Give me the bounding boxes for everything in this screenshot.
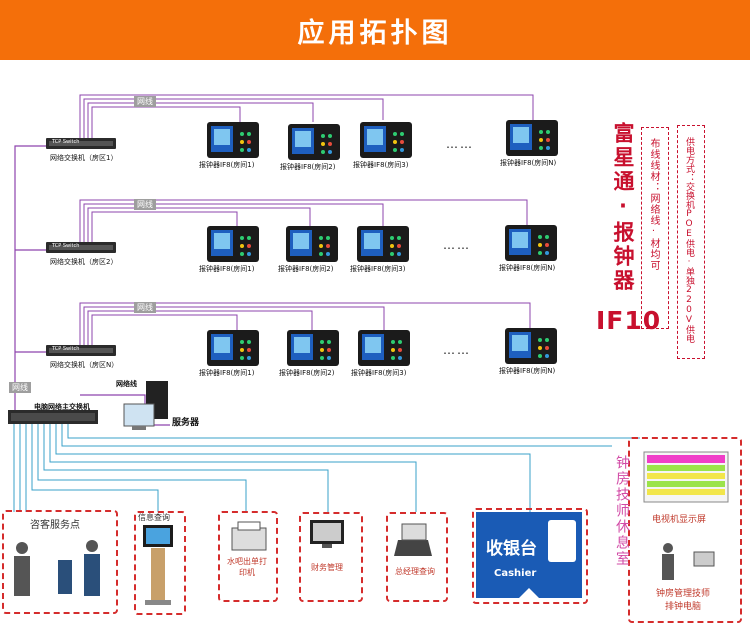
row1-lines [79,94,534,345]
info-label: 信息查询 [138,513,170,522]
kiosk-icon [143,525,173,605]
ellipsis-3: …… [443,343,471,357]
terminal-caption: 报钟器IF8(房间N) [499,367,556,375]
terminal-caption: 报钟器IF8(房间1) [199,369,255,377]
ellipsis-2: …… [443,238,471,252]
terminal-caption: 报钟器IF8(房间1) [199,265,255,273]
network-tag-main: 网线 [9,382,31,393]
terminal-caption: 报钟器IF8(房间3) [353,161,409,169]
switch-model-1: TCP Switch [52,139,80,145]
title-banner: 应用拓扑图 [0,0,750,60]
server-line-label: 网络线 [116,380,137,388]
note-box-1 [641,127,669,329]
terminal-caption: 报钟器IF8(房间N) [500,159,557,167]
manager-frame [386,512,448,602]
switch-caption-1: 网络交换机（房区1） [50,154,118,162]
terminal-caption: 报钟器IF8(房间3) [350,265,406,273]
switch-model-2: TCP Switch [52,243,80,249]
terminal-caption: 报钟器IF8(房间3) [351,369,407,377]
management-label: 钟房管理技师排钟电脑 [655,589,710,612]
cashier-sign-icon [476,512,582,598]
network-tag-3: 网线 [134,302,156,313]
bottom-cables [13,424,640,512]
finance-label: 财务管理 [311,563,343,572]
terminal-caption: 报钟器IF8(房间1) [199,161,255,169]
main-switch-label: 电脑网络主交换机 [34,403,90,411]
power-note: 供电方式：交换机POE供电·单独220V供电 [684,137,694,343]
cashier-frame [472,508,588,604]
switch-caption-3: 网络交换机（房区N） [50,361,119,369]
printer-frame [218,511,278,602]
printer-label: 水吧出单打印机 [227,557,267,577]
ellipsis-1: …… [446,137,474,151]
printer-icon [231,521,267,551]
terminal-caption: 报钟器IF8(房间2) [279,369,335,377]
switch-caption-2: 网络交换机（房区2） [50,258,118,266]
rest-room-frame [628,437,742,623]
network-tag-1: 网线 [134,96,156,107]
rest-room-label: 钟房技师休息室 [614,455,630,567]
network-tag-2: 网线 [134,199,156,210]
tv-label: 电视机显示屏 [652,515,707,525]
reception-frame [2,510,118,614]
manager-label: 总经理查询 [395,567,435,576]
page-title: 应用拓扑图 [297,17,453,49]
reception-label: 咨客服务点 [30,520,80,531]
info-frame [134,511,186,615]
finance-pc-icon [310,520,344,548]
laptop-icon [394,523,432,556]
switch-model-3: TCP Switch [52,346,80,352]
staff-pc-icon [662,543,715,580]
brand-name: 富星通·报钟器 [611,122,635,293]
server-label: 服务器 [172,418,200,428]
terminal-caption: 报钟器IF8(房间2) [280,163,336,171]
cashier-en-label: Cashier [494,568,537,579]
model-name: IF10 [596,306,662,335]
cashier-label: 收银台 [486,539,537,559]
wiring-note: 布线线材：网络线·材均可 [648,138,659,271]
main-switch-icon [8,410,98,424]
tv-screen-icon [643,451,729,503]
terminal-caption: 报钟器IF8(房间2) [278,265,334,273]
server-icon [123,381,168,430]
finance-frame [299,512,363,602]
reception-icon [14,540,100,596]
terminal-caption: 报钟器IF8(房间N) [499,264,556,272]
note-box-2 [677,125,705,359]
